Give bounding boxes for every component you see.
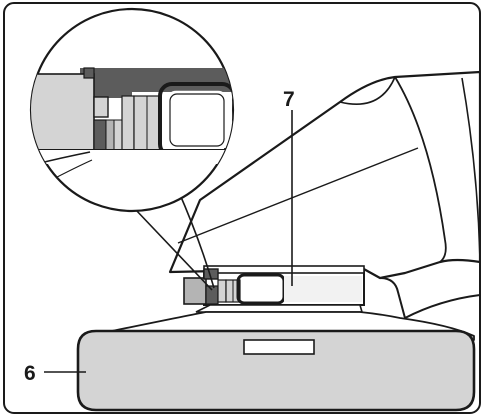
guard-disc <box>76 311 476 412</box>
flange-assembly <box>183 265 365 306</box>
callout-7: 7 <box>283 88 295 111</box>
detail-magnifier-icon <box>29 7 235 291</box>
tool-housing <box>168 70 480 320</box>
callout-6: 6 <box>24 362 36 385</box>
